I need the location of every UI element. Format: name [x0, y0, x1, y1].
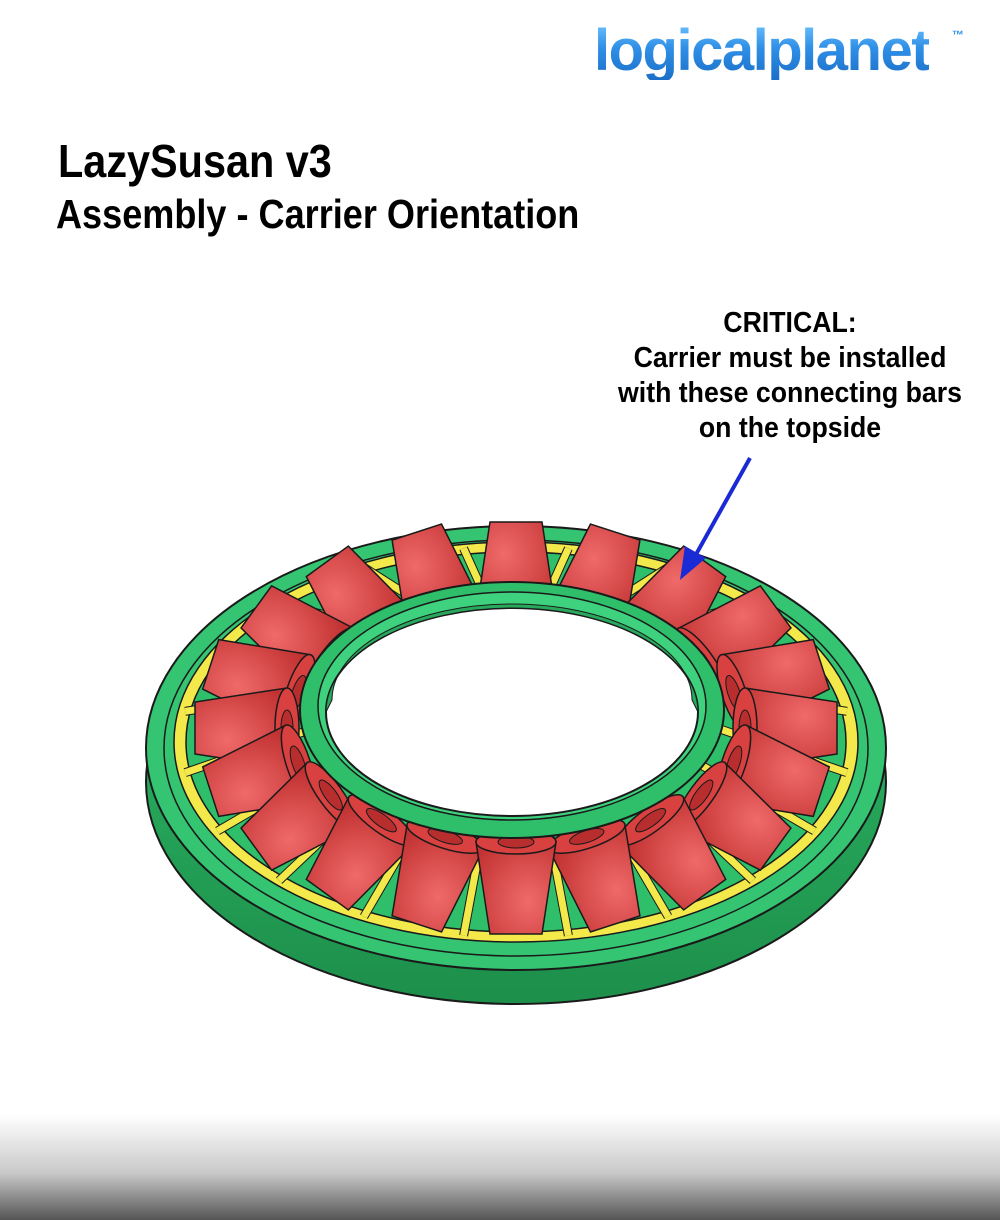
callout-line-3: on the topside: [698, 412, 882, 444]
callout-line-2: with these connecting bars: [618, 377, 962, 409]
inner-ring-wall: [325, 603, 699, 713]
callout-arrow-head: [680, 546, 706, 580]
callout-line-1: Carrier must be installed: [633, 342, 947, 374]
trademark-mark: ™: [952, 28, 964, 42]
page-title: LazySusan v3: [58, 135, 332, 187]
roller: [475, 829, 557, 935]
roller: [547, 818, 641, 933]
callout-arrow-line: [692, 457, 752, 559]
center-hole: [325, 607, 699, 817]
roller: [305, 794, 416, 911]
page-subtitle: Assembly - Carrier Orientation: [56, 191, 580, 237]
callout-label: CRITICAL:: [723, 307, 857, 339]
critical-callout: CRITICAL: Carrier must be installed with…: [606, 306, 974, 446]
brand-logo: logicalplanet: [594, 18, 931, 83]
bottom-shadow: [0, 1115, 1000, 1220]
